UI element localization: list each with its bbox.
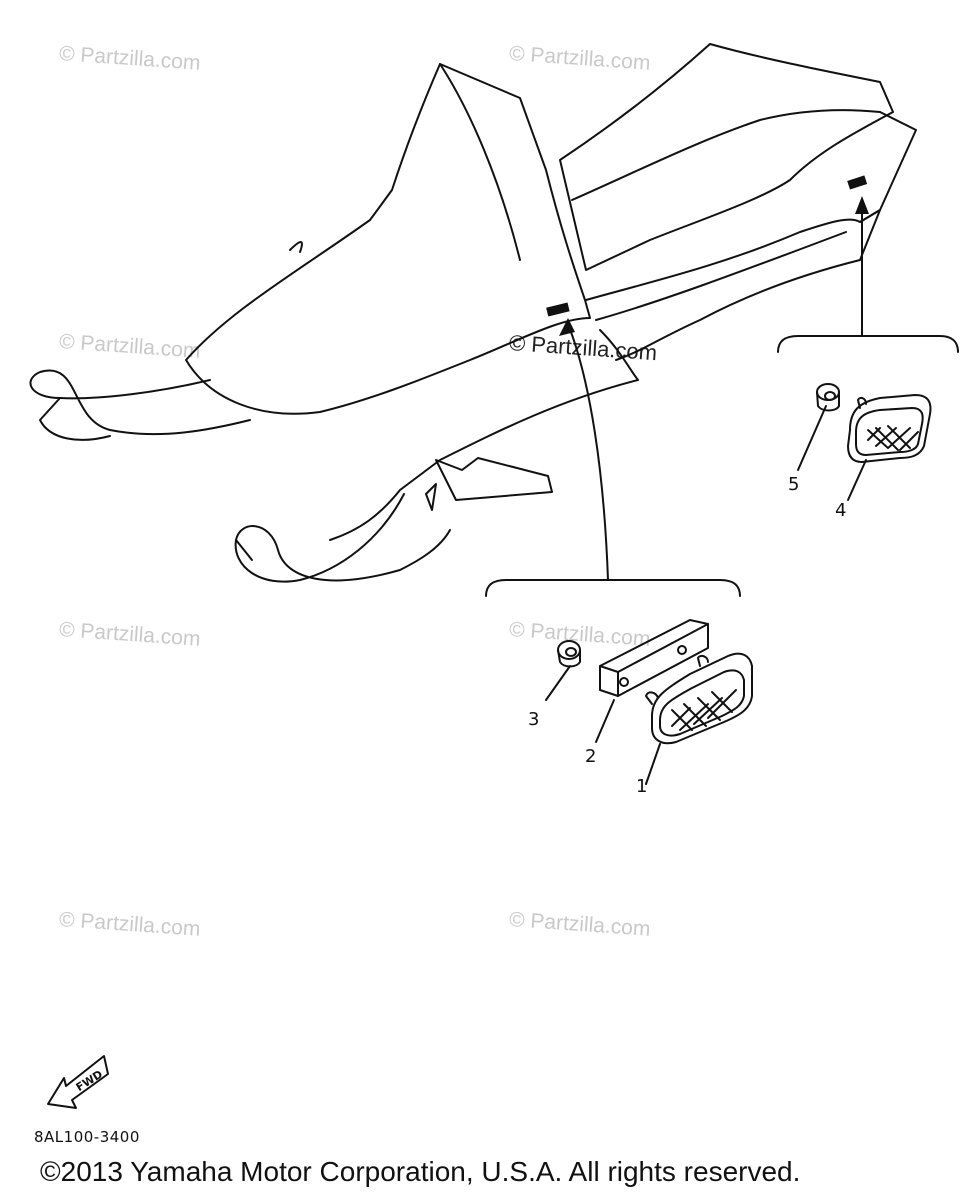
callout-number-3: 3	[528, 709, 540, 730]
callout-number-4: 4	[835, 500, 847, 521]
fwd-arrow-icon	[47, 1055, 109, 1109]
callout-number-1: 1	[636, 776, 648, 797]
diagram-code: 8AL100-3400	[34, 1128, 140, 1146]
seat-rear	[859, 111, 917, 223]
ski-left-tip	[39, 397, 111, 441]
callout-line-3	[545, 665, 571, 701]
bumper-lip	[289, 241, 303, 253]
seat-line	[571, 109, 881, 201]
side-panel-line	[595, 231, 847, 321]
fwd-label: FWD	[74, 1068, 105, 1094]
bracket-group-rear	[777, 335, 959, 353]
seat-outline	[559, 43, 894, 271]
callout-line-1	[645, 743, 661, 785]
reflector-location-side	[546, 302, 570, 317]
callout-line-5	[797, 405, 827, 471]
snowmobile-illustration	[29, 43, 917, 583]
side-panel	[585, 209, 881, 361]
part-3-nut-drawing	[557, 640, 581, 668]
hood-outline	[185, 63, 591, 415]
copyright-notice: ©2013 Yamaha Motor Corporation, U.S.A. A…	[40, 1156, 801, 1187]
leader-arrow-side	[567, 323, 609, 581]
part-1-reflector-drawing	[645, 652, 753, 745]
reflector-location-rear	[847, 175, 868, 190]
bracket-group-side	[485, 579, 741, 597]
ski-left	[29, 369, 251, 436]
ski-right	[234, 493, 451, 583]
part-2-base-plate-drawing	[599, 619, 709, 697]
arrowhead-rear	[855, 196, 869, 214]
lower-body	[329, 329, 639, 541]
callout-line-2	[595, 699, 615, 743]
windshield-line	[439, 63, 521, 261]
part-5-nut-drawing	[816, 383, 840, 412]
arrowhead-side	[559, 318, 575, 336]
chassis-lower	[435, 457, 553, 501]
callout-line-4	[847, 459, 867, 501]
chassis-slot	[425, 483, 437, 511]
ski-right-tip	[235, 539, 253, 561]
callout-number-5: 5	[788, 474, 800, 495]
callout-number-2: 2	[585, 746, 597, 767]
part-4-reflector-drawing	[847, 394, 932, 463]
